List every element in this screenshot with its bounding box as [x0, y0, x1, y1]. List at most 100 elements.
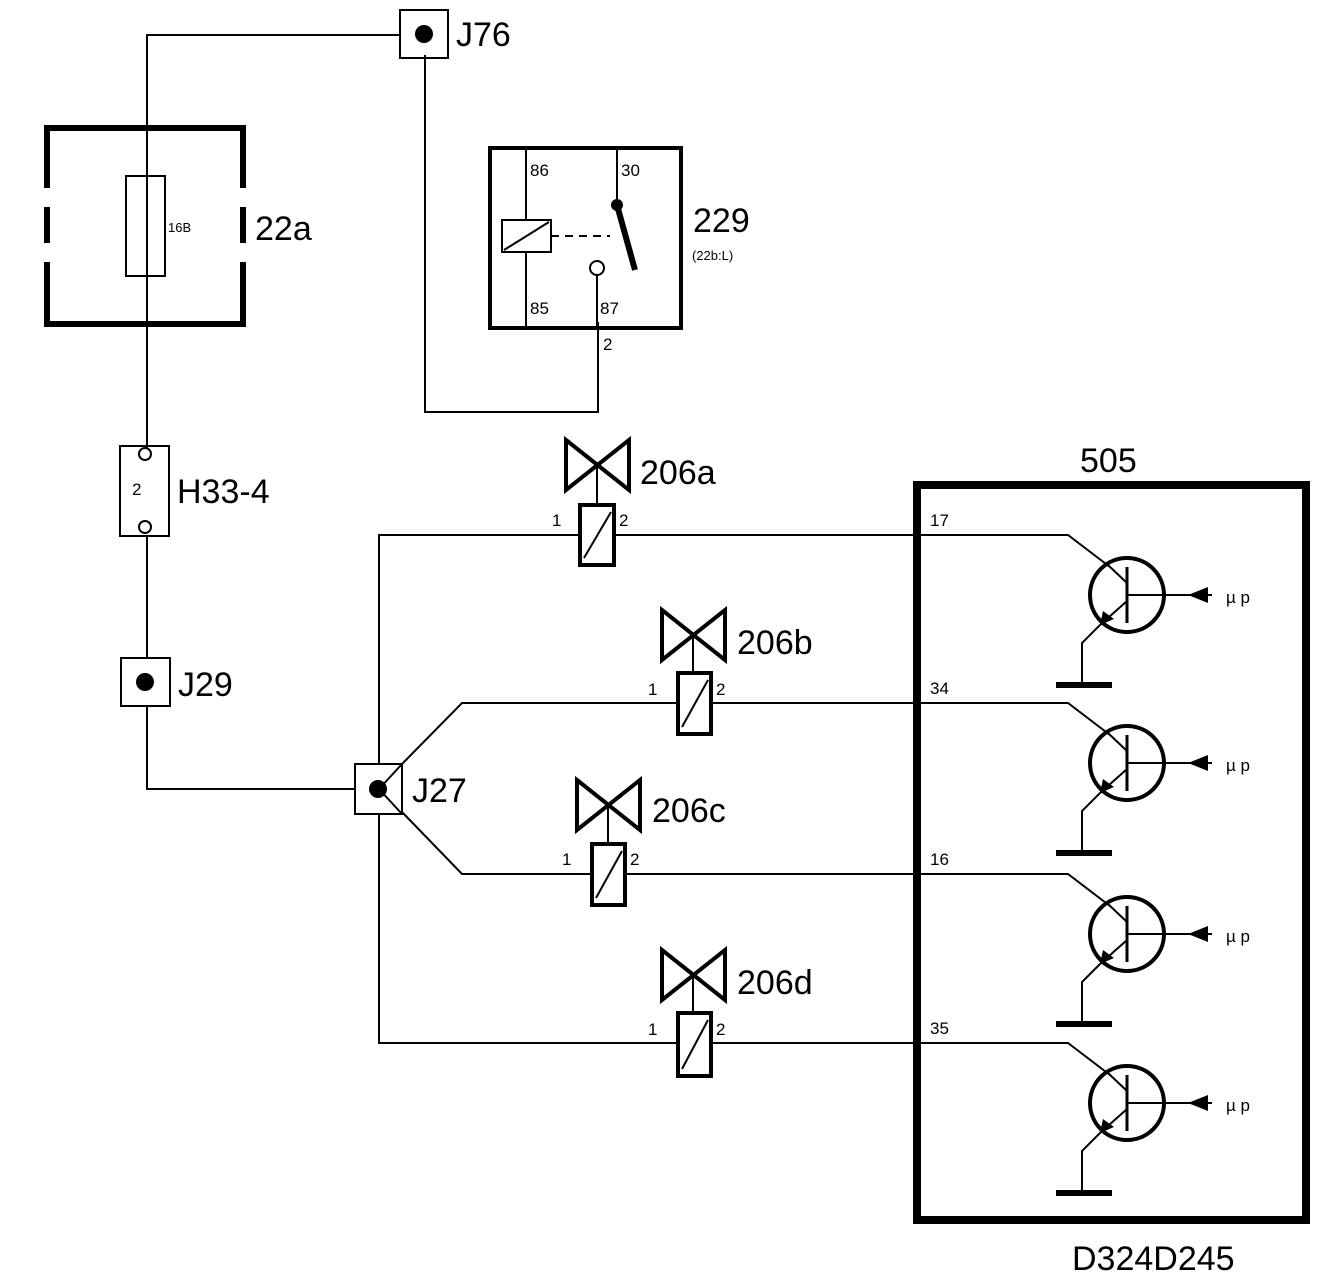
connector-j76: J76 — [399, 9, 511, 59]
transistor-collector — [1107, 564, 1128, 584]
valve-206d-coil-diag — [681, 1019, 709, 1070]
ecu-pin-label: 34 — [930, 679, 949, 698]
j76-label: J76 — [456, 16, 511, 54]
valve-206a-pin2: 2 — [619, 511, 628, 530]
relay-pin-85: 85 — [530, 299, 549, 318]
h33-box — [119, 445, 170, 537]
ecu-stage-206a: 17 µ p — [917, 511, 1250, 688]
valve-206a-label: 206a — [640, 454, 716, 492]
h33-pin-bottom — [138, 520, 152, 534]
ecu-label: 505 — [1080, 442, 1137, 480]
valve-206a-coil-diag — [583, 511, 612, 559]
relay-switch-arm — [614, 204, 638, 271]
fuse-box-top — [44, 125, 246, 188]
connector-j29: J29 — [120, 657, 233, 707]
ground-lead — [1081, 1132, 1101, 1193]
fuse-box-bottom — [44, 262, 246, 327]
valve-206c: 1 2 206c — [562, 775, 917, 907]
ecu-stage-206b: 34 µ p — [917, 679, 1250, 856]
ecu-stage-206c: 16µ p — [917, 850, 1250, 1027]
valve-206b-symbol — [660, 605, 727, 665]
valve-206b: 1 2 206b — [648, 605, 917, 736]
signal-arrow — [1188, 1095, 1208, 1111]
transistor-emitter-arrow — [1100, 779, 1114, 793]
ecu-code: D324D245 — [1072, 1240, 1235, 1278]
valve-206b-coil-diag — [681, 679, 709, 728]
valve-206c-coil-diag — [595, 850, 623, 899]
valve-206d: 1 2 206d — [648, 945, 917, 1078]
valve-206a-symbol — [564, 435, 631, 495]
valve-206a: 1 2 206a — [552, 435, 917, 567]
valve-206d-label: 206d — [737, 964, 813, 1002]
valve-206d-symbol — [660, 945, 727, 1005]
relay-pin-86: 86 — [530, 161, 549, 180]
j27-dot — [369, 780, 387, 798]
ecu-input-wire — [917, 873, 1111, 907]
wire-j29-j27 — [146, 706, 355, 790]
signal-arrow — [1188, 926, 1208, 942]
wire-j27-206d — [378, 814, 678, 1044]
ecu-input-wire — [917, 702, 1111, 736]
fuse-element — [125, 175, 166, 277]
relay-coil-diag — [503, 221, 550, 251]
fuse-box-22a: 16B 22a — [44, 125, 312, 327]
valve-206d-coil — [676, 1011, 713, 1078]
wire-j76-relay — [424, 55, 599, 413]
transistor-collector — [1107, 1072, 1128, 1092]
connector-h33-4: 2 H33-4 — [119, 445, 270, 537]
j27-box — [354, 763, 403, 815]
relay-label: 229 — [693, 202, 750, 240]
ground-lead — [1081, 792, 1101, 853]
valve-206b-pin2: 2 — [716, 680, 725, 699]
valve-206d-pin1: 1 — [648, 1020, 657, 1039]
transistor-emitter-arrow — [1100, 950, 1114, 964]
signal-arrow — [1188, 755, 1208, 771]
j29-box — [120, 657, 171, 707]
valve-206c-symbol — [575, 775, 642, 835]
h33-label: H33-4 — [177, 473, 270, 511]
signal-arrow — [1188, 587, 1208, 603]
signal-label: µ p — [1226, 588, 1250, 607]
valve-206b-label: 206b — [737, 624, 813, 662]
ecu-pin-label: 17 — [930, 511, 949, 530]
relay-sublabel: (22b:L) — [692, 248, 733, 263]
transistor-emitter-arrow — [1100, 1119, 1114, 1133]
wire-j27-206b — [401, 702, 678, 765]
connector-j27: J27 — [354, 763, 467, 815]
transistor-collector — [1107, 903, 1128, 923]
wire-j76-fuse — [146, 34, 400, 448]
relay-pin-out: 2 — [603, 335, 612, 354]
ecu-box — [913, 481, 1310, 1224]
ecu-input-wire — [917, 534, 1111, 568]
j27-label: J27 — [412, 772, 467, 810]
relay-box — [488, 146, 683, 330]
fuse-box-label: 22a — [255, 210, 312, 248]
valve-206d-pin2: 2 — [716, 1020, 725, 1039]
j76-box — [399, 9, 449, 59]
ecu-stage-206d: 35 µ p — [917, 1019, 1250, 1196]
relay-pin-30: 30 — [621, 161, 640, 180]
ground-lead — [1081, 624, 1101, 685]
ecu-stages: 17 µ p 34 µ p 16µ p35 µ p — [917, 511, 1250, 1196]
ecu-505: 505 D324D245 — [913, 442, 1310, 1278]
j76-dot — [415, 25, 433, 43]
transistor-emitter-arrow — [1100, 611, 1114, 625]
fuse-rating: 16B — [168, 220, 191, 235]
relay-contact-87 — [589, 260, 605, 276]
valve-206b-pin1: 1 — [648, 680, 657, 699]
relay-pin-87: 87 — [600, 299, 619, 318]
ecu-pin-label: 16 — [930, 850, 949, 869]
j29-label: J29 — [178, 666, 233, 704]
wire-j27-206c — [401, 811, 592, 875]
transistor-collector — [1107, 732, 1128, 752]
j29-dot — [136, 673, 154, 691]
valve-206c-pin1: 1 — [562, 850, 571, 869]
wire-j27-206a — [378, 534, 580, 764]
valve-206a-pin1: 1 — [552, 511, 561, 530]
ecu-pin-label: 35 — [930, 1019, 949, 1038]
h33-pin-label: 2 — [132, 480, 141, 499]
signal-label: µ p — [1226, 756, 1250, 775]
signal-label: µ p — [1226, 1096, 1250, 1115]
h33-pin-top — [138, 447, 152, 461]
